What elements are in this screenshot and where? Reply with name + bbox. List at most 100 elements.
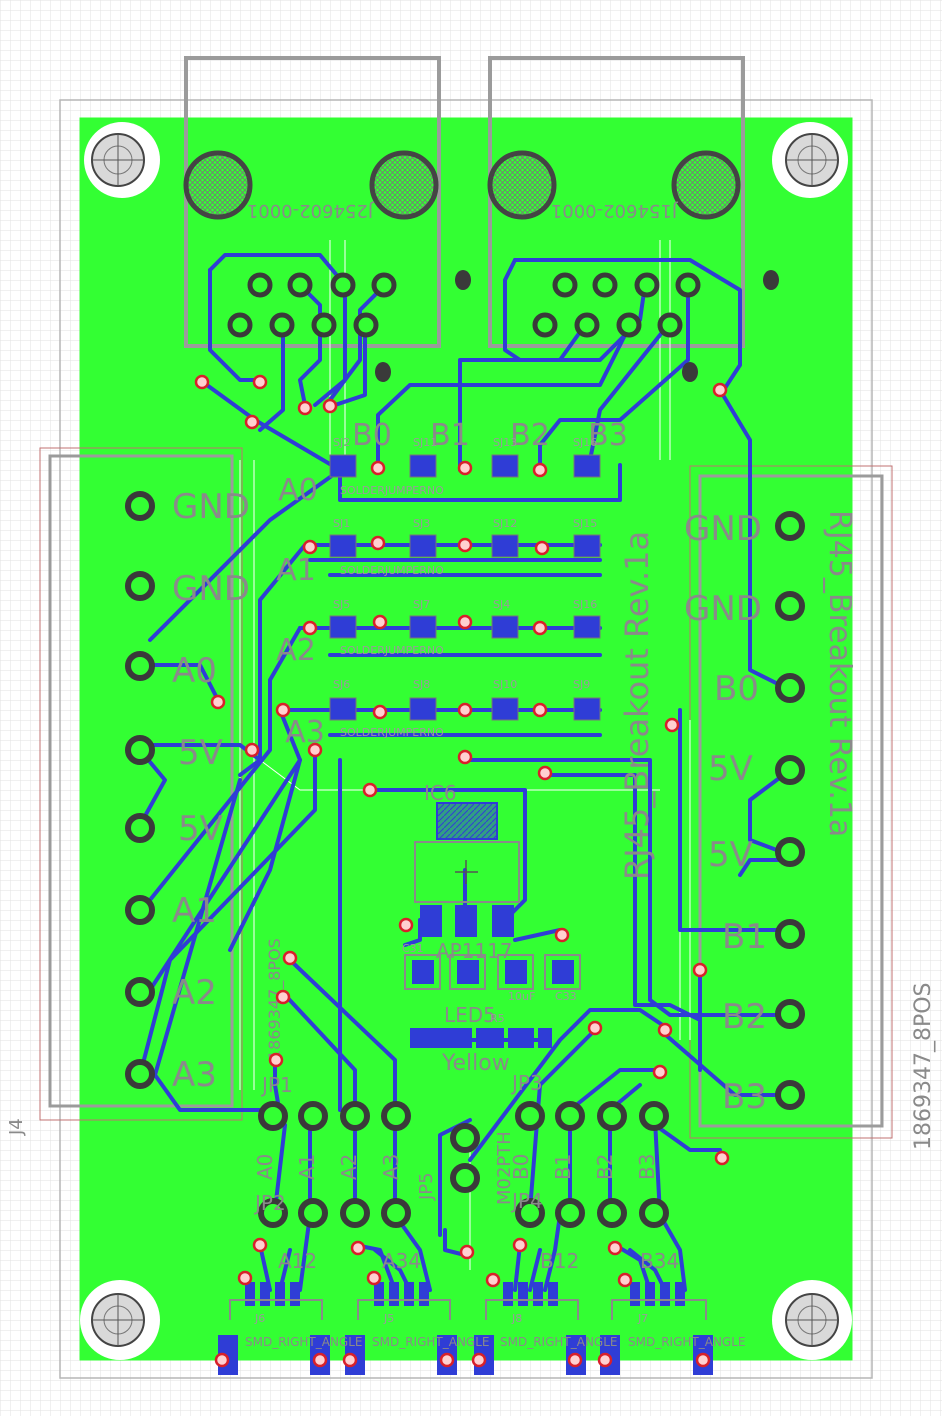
jumper-col-b2: B2 — [510, 418, 550, 453]
sj-ref-3-3: SJ9 — [573, 678, 590, 691]
rj45-connector-right: J154602-0001 — [487, 56, 745, 348]
left-term-label-7: A2 — [172, 973, 217, 1013]
mounting-holes — [91, 133, 839, 1347]
jp1-ref: JP1 — [260, 1073, 293, 1097]
jp4-ref: JP4 — [510, 1189, 543, 1213]
left-term-label-3: A0 — [172, 651, 217, 691]
sj-ref-0-0: SJ2 — [333, 436, 350, 449]
board-title-center: RJ45_Breakout Rev.1a — [618, 531, 656, 880]
jp3-ref: JP3 — [510, 1071, 543, 1095]
right-terminal-outline — [698, 474, 884, 1128]
jp2-label-a34: A34 — [382, 1249, 421, 1273]
j7-ref: J7 — [637, 1312, 648, 1325]
j5-ref: J5 — [383, 1312, 394, 1325]
jp4-label-b34: B34 — [640, 1249, 679, 1273]
sj-ref-1-2: SJ12 — [493, 517, 517, 530]
j5-value: SMD_RIGHT_ANGLE — [372, 1335, 490, 1349]
jp1-pin-a2: A2 — [337, 1154, 361, 1180]
regulator-part: AP1117 — [436, 939, 513, 963]
sj-ref-1-1: SJ3 — [413, 517, 430, 530]
jp1-pin-a1: A1 — [295, 1154, 319, 1180]
led5 — [410, 1028, 552, 1048]
right-terminal-title: RJ45_Breakout Rev.1a — [822, 510, 857, 837]
jp1-pin-a3: A3 — [379, 1154, 403, 1180]
sj-ref-0-2: SJ13 — [493, 436, 517, 449]
cap-value-10uf: 10uF — [508, 990, 535, 1003]
right-term-label-5: 5V — [708, 835, 753, 875]
regulator-ic6 — [414, 802, 520, 937]
sj-ref-3-2: SJ10 — [493, 678, 517, 691]
sj-ref-2-2: SJ4 — [493, 598, 510, 611]
jumper-col-b3: B3 — [588, 418, 628, 453]
vias — [194, 374, 730, 1368]
right-term-label-2: GND — [684, 589, 762, 629]
cap-ref-c33: C33 — [555, 990, 577, 1003]
left-term-label-4: 5V — [178, 733, 223, 773]
right-term-label-3: B0 — [714, 669, 759, 709]
jp5-ref: JP5 — [416, 1172, 437, 1201]
led-color: Yellow — [441, 1051, 510, 1076]
board-outline — [59, 99, 873, 1379]
sj-ref-0-1: SJ11 — [413, 436, 437, 449]
right-term-label-1: GND — [684, 509, 762, 549]
jp1-pin-a0: A0 — [253, 1154, 277, 1180]
solder-jumper-grid — [329, 454, 601, 721]
left-terminal-outline — [48, 454, 234, 1108]
sj-value-row2: SOLDERJUMPERNO — [340, 644, 444, 657]
right-term-label-6: B1 — [722, 917, 767, 957]
sj-ref-0-3: SJ16 — [573, 436, 597, 449]
jp2-label-a12: A12 — [278, 1249, 317, 1273]
sj-ref-3-0: SJ6 — [333, 678, 350, 691]
jumper-col-b1: B1 — [430, 418, 470, 453]
alignment-holes — [375, 270, 779, 382]
left-term-label-2: GND — [172, 569, 250, 609]
right-term-label-8: B3 — [722, 1077, 767, 1117]
jumper-row-a1: A1 — [276, 553, 316, 588]
j8-ref: J8 — [511, 1312, 522, 1325]
j8-value: SMD_RIGHT_ANGLE — [500, 1335, 618, 1349]
led-ref: LED5 — [444, 1003, 496, 1027]
sj-ref-2-0: SJ5 — [333, 598, 350, 611]
right-term-label-7: B2 — [722, 997, 767, 1037]
sj-ref-1-0: SJ1 — [333, 517, 350, 530]
right-term-label-4: 5V — [708, 749, 753, 789]
jp5-part: M02PTH — [494, 1131, 515, 1205]
sj-ref-2-1: SJ7 — [413, 598, 430, 611]
header-jp4 — [515, 1198, 669, 1228]
led-resistor: R5 — [490, 1012, 505, 1025]
right-terminal-part: 1869347_8POS — [911, 982, 936, 1150]
left-terminal-ref: J4 — [6, 1118, 27, 1136]
header-jp3 — [515, 1101, 669, 1131]
jumper-col-b0: B0 — [352, 418, 392, 453]
sj-ref-3-1: SJ8 — [413, 678, 430, 691]
connector-right-label: J154602-0001 — [551, 200, 678, 221]
jp3-pin-b3: B3 — [635, 1154, 659, 1180]
left-terminal-part: 1869347_8POS — [265, 938, 285, 1060]
left-term-label-8: A3 — [172, 1055, 217, 1095]
rj45-connector-left: J254602-0001 — [183, 56, 441, 348]
cap-ref-c31: C31 — [402, 942, 424, 955]
header-jp2 — [258, 1198, 411, 1228]
left-term-label-1: GND — [172, 487, 250, 527]
jp3-pin-b1: B1 — [551, 1154, 575, 1180]
connector-left-label: J254602-0001 — [247, 200, 374, 221]
regulator-ref: IC6 — [424, 781, 457, 805]
sj-ref-1-3: SJ15 — [573, 517, 597, 530]
right-terminal-pads — [775, 511, 805, 1110]
sj-value-row1: SOLDERJUMPERNO — [340, 564, 444, 577]
jumper-row-a0: A0 — [278, 473, 318, 508]
rj45-pads-left — [227, 272, 397, 338]
capacitors — [404, 954, 581, 990]
jp4-label-b12: B12 — [540, 1249, 579, 1273]
jumper-row-a2: A2 — [276, 633, 316, 668]
left-term-label-5: 5V — [178, 809, 223, 849]
sj-ref-2-3: SJ16 — [573, 598, 597, 611]
left-term-label-6: A1 — [172, 891, 217, 931]
jp2-ref: JP2 — [253, 1191, 286, 1215]
j7-value: SMD_RIGHT_ANGLE — [628, 1335, 746, 1349]
rj45-pads-right — [532, 272, 701, 338]
header-jp5 — [450, 1123, 480, 1193]
jp3-pin-b2: B2 — [593, 1154, 617, 1180]
jp3-pin-b0: B0 — [509, 1154, 533, 1180]
